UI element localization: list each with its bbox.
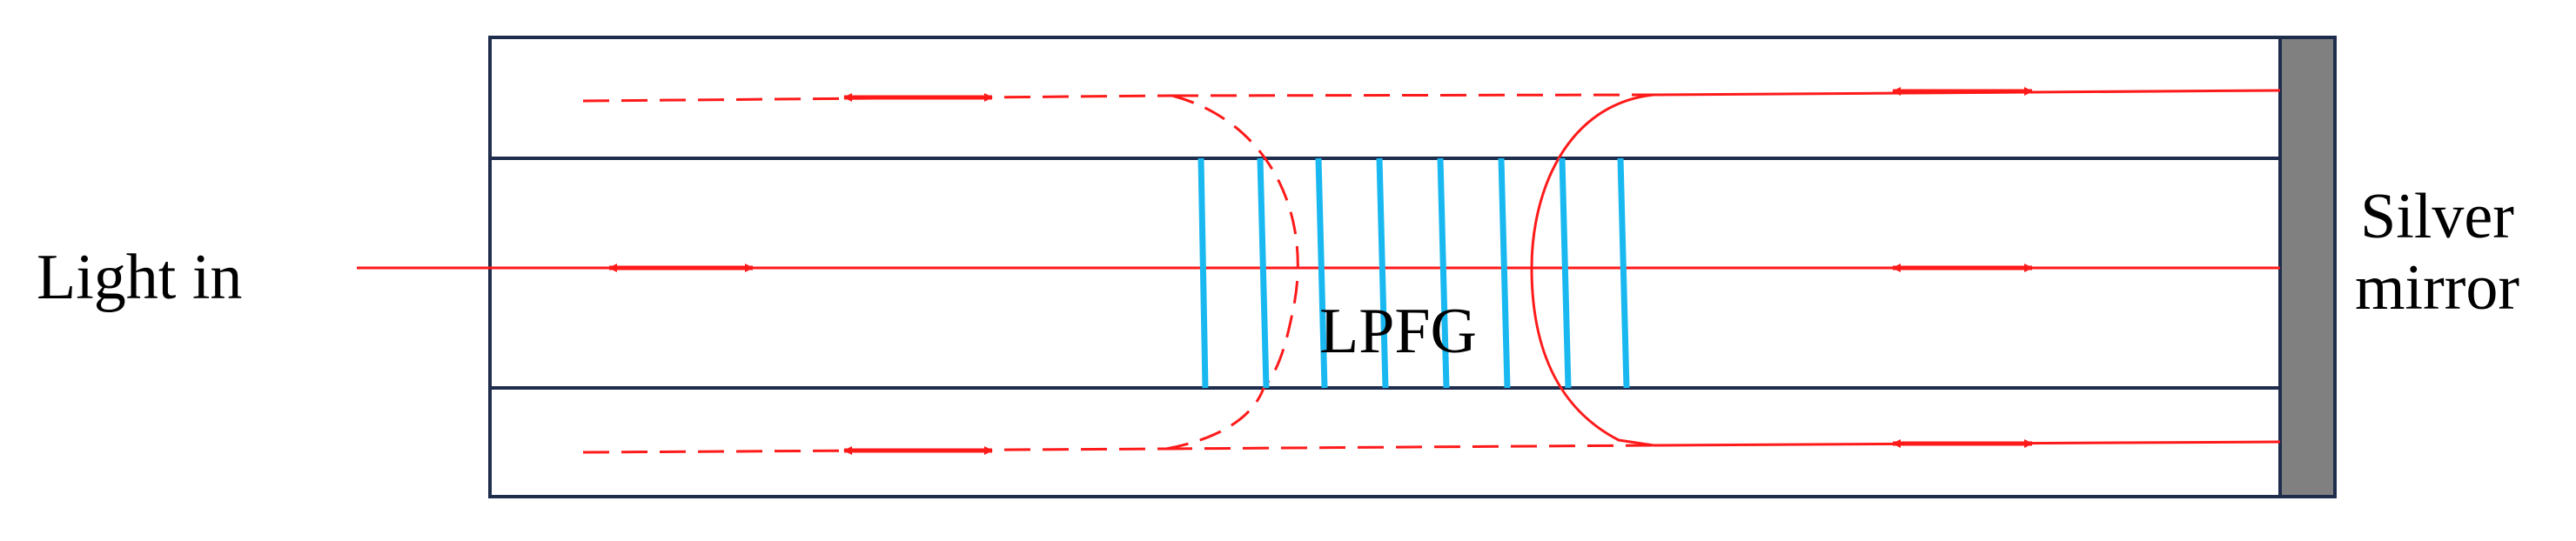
grating-line (1197, 157, 1209, 389)
mirror-label-line1: Silver (2360, 181, 2514, 252)
upper-cladding-dashed-path (582, 94, 1173, 103)
grating-line (1559, 157, 1572, 389)
lpfg-label: LPFG (1319, 296, 1477, 367)
light-in-label: Light in (37, 242, 243, 313)
upper-cladding-dashed-right (1171, 93, 1654, 97)
grating-line (1437, 157, 1450, 389)
lower-cladding-coupling-dashed (1165, 387, 1265, 451)
grating-line (1376, 157, 1389, 389)
silver-mirror (2278, 36, 2337, 498)
propagation-arrows (608, 87, 2033, 455)
grating-line (1257, 157, 1270, 389)
grating-line (1617, 157, 1630, 389)
lpfg-grating (1197, 157, 1630, 389)
lower-cladding-dashed-right (1165, 444, 1654, 451)
grating-line (1315, 157, 1328, 389)
grating-line (1498, 157, 1511, 389)
upper-cladding-coupling-solid (1530, 93, 1654, 447)
mirror-label: Silver mirror (2355, 184, 2519, 320)
mirror-label-line2: mirror (2355, 252, 2520, 324)
upper-cladding-coupling-dashed (1171, 94, 1299, 389)
